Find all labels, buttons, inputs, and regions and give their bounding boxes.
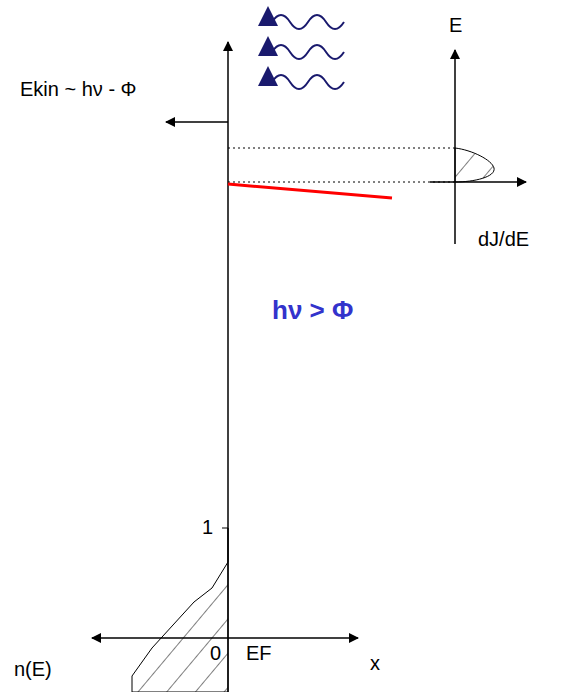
label: hν > Φ — [272, 296, 353, 326]
label: EF — [246, 642, 272, 665]
label: 1 — [202, 516, 213, 539]
ekin-arrow — [166, 121, 228, 123]
energy-axis — [227, 42, 229, 692]
x-axis — [92, 637, 358, 639]
label: n(E) — [14, 658, 52, 681]
label: Ekin ~ hν - Φ — [20, 78, 137, 101]
photon-heads — [258, 6, 278, 86]
energy-axis-small — [454, 50, 456, 244]
occupation-step — [227, 528, 229, 562]
tick — [222, 528, 228, 529]
label: x — [370, 652, 380, 675]
energy-distribution — [455, 148, 494, 182]
label: dJ/dE — [478, 228, 529, 251]
fermi-distribution — [132, 562, 228, 692]
current-axis — [430, 181, 526, 183]
guide-line — [228, 148, 455, 149]
surface-barrier — [228, 184, 392, 198]
label: 0 — [210, 642, 221, 665]
label: E — [449, 14, 462, 37]
photons — [272, 15, 344, 89]
guide-line — [228, 182, 455, 183]
